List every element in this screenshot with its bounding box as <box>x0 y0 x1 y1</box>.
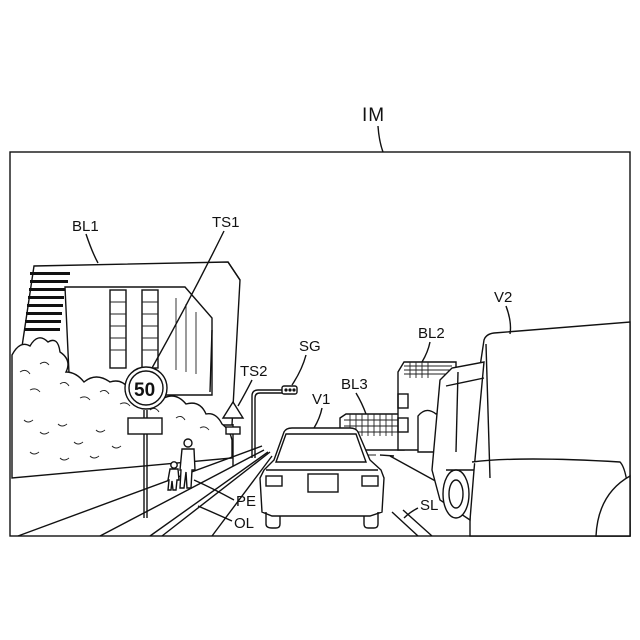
label-bl2: BL2 <box>418 325 445 342</box>
label-ol: OL <box>234 515 254 532</box>
label-bl3: BL3 <box>341 376 368 393</box>
speed-limit-value: 50 <box>134 380 155 401</box>
label-sg: SG <box>299 338 321 355</box>
leader-bl2 <box>422 342 430 362</box>
label-ts2: TS2 <box>240 363 268 380</box>
vehicle-v2 <box>432 322 630 536</box>
leader-bl1 <box>86 234 98 263</box>
figure-label-im: IM <box>362 105 385 126</box>
leader-pe <box>194 480 234 500</box>
leader-sg <box>292 355 306 385</box>
leader-bl3 <box>356 393 366 414</box>
leader-ts2 <box>238 380 252 406</box>
label-v1: V1 <box>312 391 330 408</box>
leader-ol <box>198 506 232 521</box>
im-leader <box>378 126 383 152</box>
label-v2: V2 <box>494 289 512 306</box>
leader-v2 <box>506 306 511 334</box>
label-ts1: TS1 <box>212 214 240 231</box>
label-pe: PE <box>236 493 256 510</box>
label-bl1: BL1 <box>72 218 99 235</box>
leader-v1 <box>314 408 322 428</box>
label-sl: SL <box>420 497 438 514</box>
